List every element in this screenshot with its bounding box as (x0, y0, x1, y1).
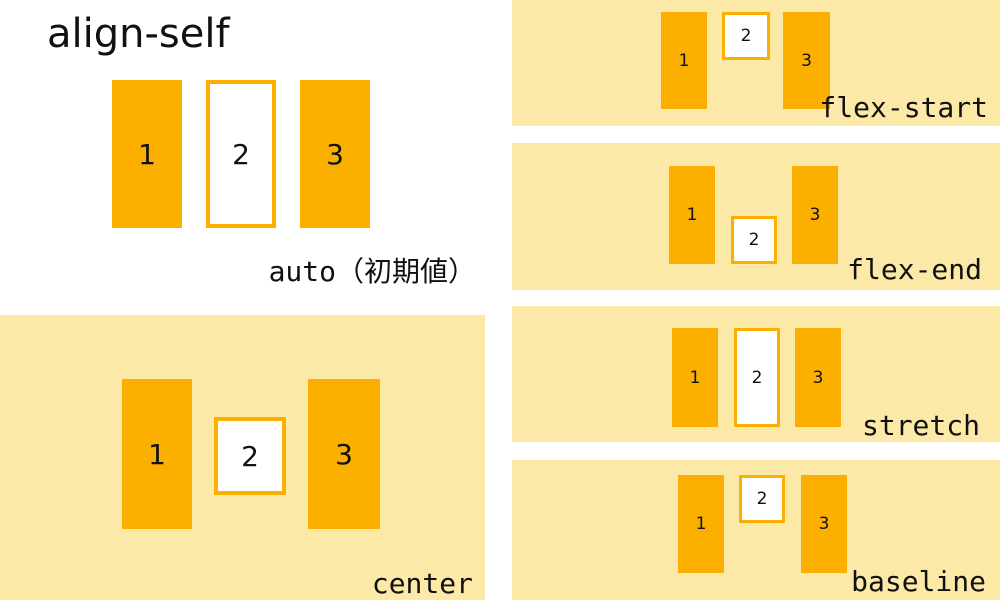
flex-item-3: 3 (792, 166, 838, 264)
panel-caption-flex-end: flex-end (847, 253, 982, 286)
flex-item-2: 2 (206, 80, 276, 228)
flex-item-1: 1 (678, 475, 724, 573)
flex-item-2: 2 (739, 475, 785, 523)
flex-item-2: 2 (731, 216, 777, 264)
panel-caption-stretch: stretch (861, 409, 980, 442)
flex-item-1: 1 (672, 328, 718, 427)
flex-item-3: 3 (795, 328, 841, 427)
flex-item-1: 1 (122, 379, 192, 529)
panel-center: 1 2 3 center (0, 315, 485, 600)
flex-item-2: 2 (214, 417, 286, 495)
flex-item-3: 3 (300, 80, 370, 228)
flex-item-3: 3 (783, 12, 830, 109)
panel-caption-center: center (371, 567, 473, 600)
flex-item-3: 3 (308, 379, 380, 529)
panel-stretch: 1 2 3 stretch (512, 306, 1000, 442)
panel-flex-start: 1 2 3 flex-start (512, 0, 1000, 126)
panel-baseline: 1 2 3 baseline (512, 460, 1000, 600)
flex-item-2: 2 (722, 12, 770, 60)
panel-auto: 1 2 3 auto（初期値） (0, 60, 490, 300)
panel-caption-baseline: baseline (851, 565, 986, 598)
flex-item-2: 2 (734, 328, 780, 427)
flex-item-1: 1 (112, 80, 182, 228)
diagram-title: align-self (47, 11, 230, 57)
panel-flex-end: 1 2 3 flex-end (512, 143, 1000, 290)
panel-caption-auto: auto（初期値） (268, 255, 476, 288)
flex-item-3: 3 (801, 475, 847, 573)
flex-item-1: 1 (661, 12, 707, 109)
flex-item-1: 1 (669, 166, 715, 264)
panel-caption-flex-start: flex-start (819, 91, 988, 124)
